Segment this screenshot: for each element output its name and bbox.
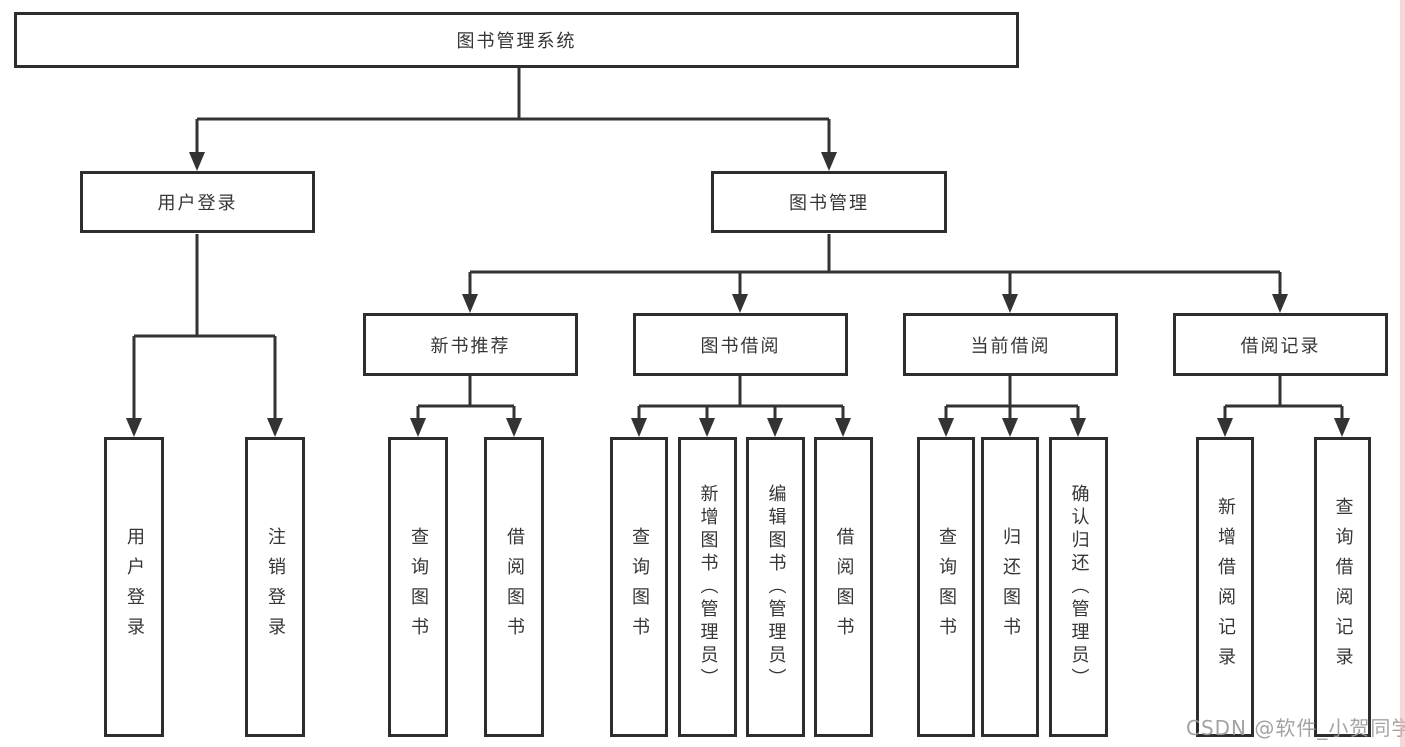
node-library-management-system: 图书管理系统 (14, 12, 1019, 68)
leaf-logout: 注销登录 (245, 437, 305, 737)
node-new-book-recommendation: 新书推荐 (363, 313, 578, 376)
node-label: 图书管理 (789, 193, 869, 214)
leaf-label: 归还图书 (1000, 527, 1021, 647)
node-label: 新书推荐 (430, 335, 511, 357)
node-label: 借阅记录 (1240, 335, 1321, 357)
leaf-label: 编辑图书（管理员） (765, 483, 787, 691)
node-book-borrowing: 图书借阅 (633, 313, 848, 376)
leaf-query-books-current: 查询图书 (917, 437, 975, 737)
leaf-label: 查询图书 (936, 527, 957, 647)
leaf-label: 查询图书 (629, 527, 650, 647)
leaf-label: 查询借阅记录 (1332, 497, 1354, 677)
leaf-confirm-return-admin: 确认归还（管理员） (1049, 437, 1108, 737)
leaf-user-login: 用户登录 (104, 437, 164, 737)
right-edge-strip (1400, 0, 1405, 747)
leaf-label: 确认归还（管理员） (1068, 483, 1090, 691)
leaf-label: 新增借阅记录 (1215, 497, 1236, 677)
leaf-label: 借阅图书 (504, 527, 525, 647)
leaf-query-books-borrowing: 查询图书 (610, 437, 668, 737)
node-user-login: 用户登录 (80, 171, 315, 233)
leaf-borrow-books-newbook: 借阅图书 (484, 437, 544, 737)
leaf-label: 查询图书 (408, 527, 429, 647)
node-borrowing-records: 借阅记录 (1173, 313, 1388, 376)
leaf-label: 新增图书（管理员） (697, 483, 719, 691)
node-current-borrowing: 当前借阅 (903, 313, 1118, 376)
node-label: 图书管理系统 (456, 31, 577, 52)
watermark: CSDN @软件_小贺同学 (1186, 716, 1405, 740)
leaf-edit-books-admin: 编辑图书（管理员） (746, 437, 805, 737)
leaf-return-books: 归还图书 (981, 437, 1039, 737)
leaf-query-borrow-record: 查询借阅记录 (1314, 437, 1371, 737)
leaf-query-books-newbook: 查询图书 (388, 437, 448, 737)
leaf-label: 注销登录 (265, 527, 286, 647)
node-label: 用户登录 (157, 193, 238, 214)
node-label: 图书借阅 (700, 335, 781, 357)
leaf-label: 用户登录 (124, 527, 145, 647)
node-label: 当前借阅 (970, 335, 1051, 357)
leaf-add-borrow-record: 新增借阅记录 (1196, 437, 1254, 737)
leaf-borrow-books-borrowing: 借阅图书 (814, 437, 873, 737)
leaf-add-books-admin: 新增图书（管理员） (678, 437, 737, 737)
leaf-label: 借阅图书 (833, 527, 855, 647)
node-book-management: 图书管理 (711, 171, 947, 233)
